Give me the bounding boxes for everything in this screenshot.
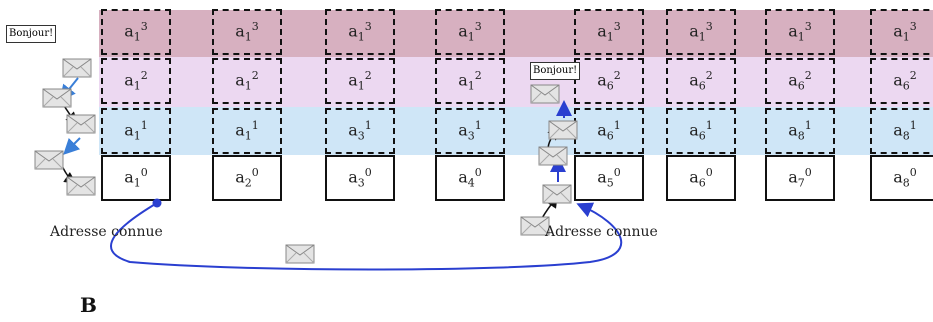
node-top-6: a13 — [666, 9, 736, 55]
band-layer-1 — [99, 107, 933, 155]
envelope-icon — [530, 84, 560, 104]
node-low-2: a11 — [212, 108, 282, 154]
node-label: a61 — [597, 119, 621, 143]
node-label: a13 — [893, 20, 917, 44]
node-mid-3: a12 — [325, 58, 395, 104]
node-mid-8: a62 — [870, 58, 933, 104]
speech-bubble-left: Bonjour! — [6, 25, 57, 43]
left-arrow-2 — [63, 137, 81, 155]
node-label: a62 — [689, 69, 713, 93]
node-label: a80 — [893, 166, 917, 190]
node-label: a62 — [893, 69, 917, 93]
node-label: a10 — [124, 166, 148, 190]
node-top-2: a13 — [212, 9, 282, 55]
caption-known-address-left: Adresse connue — [50, 224, 163, 240]
envelope-icon — [62, 58, 92, 78]
node-label: a11 — [124, 119, 148, 143]
envelope-icon — [285, 244, 315, 264]
node-base-6: a60 — [666, 155, 736, 201]
node-label: a12 — [124, 69, 148, 93]
node-mid-5: a62 — [574, 58, 644, 104]
node-base-2: a20 — [212, 155, 282, 201]
node-label: a31 — [458, 119, 482, 143]
panel-letter: B — [80, 293, 97, 317]
node-label: a13 — [458, 20, 482, 44]
node-top-1: a13 — [101, 9, 171, 55]
band-layer-2 — [99, 57, 933, 107]
node-low-6: a61 — [666, 108, 736, 154]
node-label: a81 — [788, 119, 812, 143]
envelope-icon — [66, 114, 96, 134]
node-label: a30 — [348, 166, 372, 190]
node-label: a12 — [348, 69, 372, 93]
node-mid-2: a12 — [212, 58, 282, 104]
node-top-7: a13 — [765, 9, 835, 55]
node-label: a81 — [893, 119, 917, 143]
node-label: a62 — [788, 69, 812, 93]
node-mid-6: a62 — [666, 58, 736, 104]
node-label: a13 — [788, 20, 812, 44]
node-mid-1: a12 — [101, 58, 171, 104]
node-low-1: a11 — [101, 108, 171, 154]
caption-known-address-right: Adresse connue — [545, 224, 658, 240]
node-label: a13 — [235, 20, 259, 44]
node-label: a13 — [689, 20, 713, 44]
envelope-icon — [538, 146, 568, 166]
node-top-3: a13 — [325, 9, 395, 55]
node-top-8: a13 — [870, 9, 933, 55]
envelope-icon — [542, 184, 572, 204]
envelope-icon — [42, 88, 72, 108]
node-label: a13 — [597, 20, 621, 44]
node-base-7: a70 — [765, 155, 835, 201]
envelope-icon — [548, 120, 578, 140]
node-top-4: a13 — [435, 9, 505, 55]
node-base-4: a40 — [435, 155, 505, 201]
node-mid-4: a12 — [435, 58, 505, 104]
node-label: a11 — [235, 119, 259, 143]
node-label: a70 — [788, 166, 812, 190]
node-base-1: a10 — [101, 155, 171, 201]
node-label: a40 — [458, 166, 482, 190]
node-label: a62 — [597, 69, 621, 93]
node-label: a12 — [235, 69, 259, 93]
node-base-5: a50 — [574, 155, 644, 201]
node-label: a61 — [689, 119, 713, 143]
node-low-7: a81 — [765, 108, 835, 154]
node-label: a20 — [235, 166, 259, 190]
node-label: a31 — [348, 119, 372, 143]
node-low-4: a31 — [435, 108, 505, 154]
long-link-curve — [110, 202, 623, 271]
node-label: a60 — [689, 166, 713, 190]
node-label: a12 — [458, 69, 482, 93]
node-top-5: a13 — [574, 9, 644, 55]
speech-bubble-right: Bonjour! — [530, 62, 581, 80]
envelope-icon — [520, 216, 550, 236]
envelope-icon — [66, 176, 96, 196]
envelope-icon — [34, 150, 64, 170]
band-layer-3 — [99, 10, 933, 57]
source-dot — [152, 198, 162, 208]
node-mid-7: a62 — [765, 58, 835, 104]
node-base-3: a30 — [325, 155, 395, 201]
node-label: a13 — [348, 20, 372, 44]
node-base-8: a80 — [870, 155, 933, 201]
node-low-3: a31 — [325, 108, 395, 154]
node-label: a50 — [597, 166, 621, 190]
node-label: a13 — [124, 20, 148, 44]
node-low-8: a81 — [870, 108, 933, 154]
